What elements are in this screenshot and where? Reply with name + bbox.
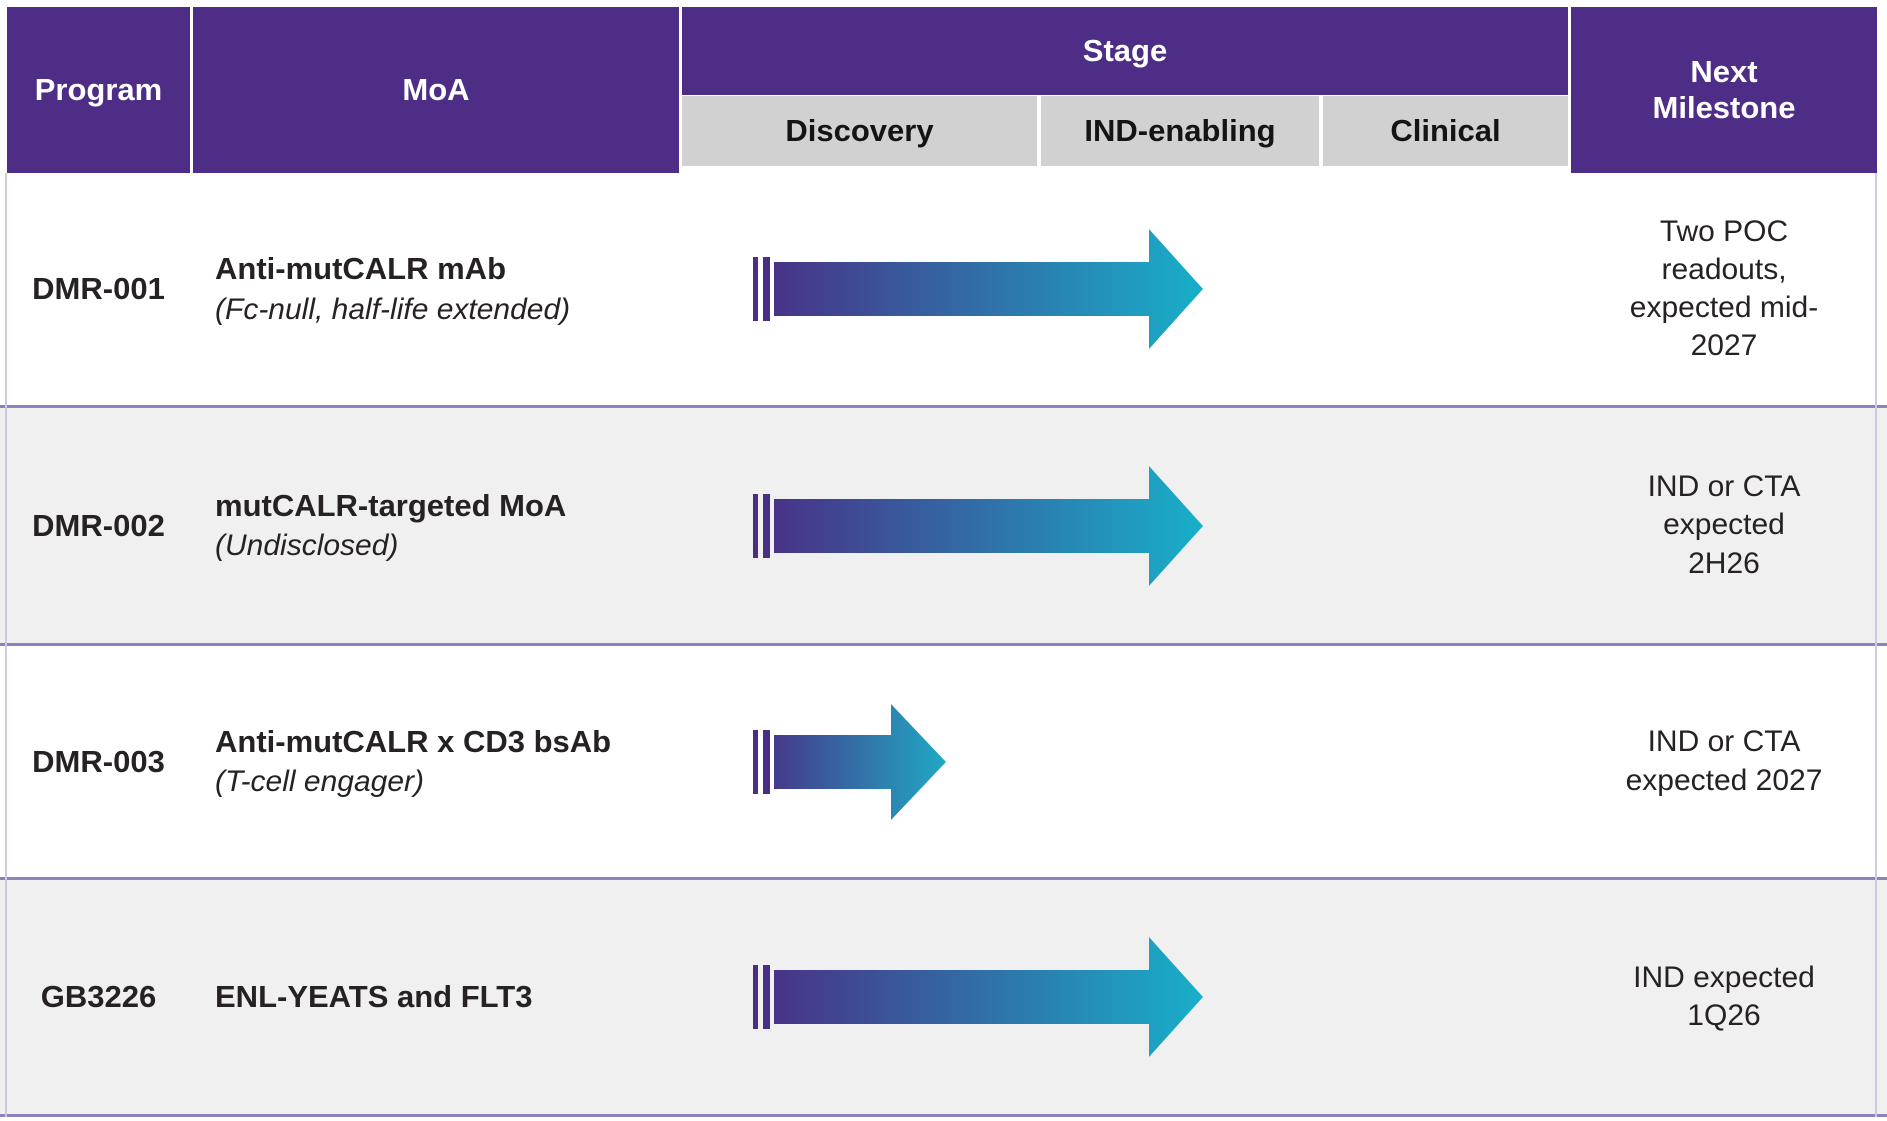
header-cell-next-milestone: Next Milestone xyxy=(1571,7,1877,173)
moa-title: Anti-mutCALR x CD3 bsAb xyxy=(215,723,612,759)
stage-track xyxy=(680,408,1568,643)
milestone-cell: IND or CTA expected 2H26 xyxy=(1571,408,1877,643)
subheader-cell-ind-enabling: IND-enabling xyxy=(1041,96,1319,166)
stage-progress-arrow-icon xyxy=(753,465,1203,586)
stage-progress-arrow-icon xyxy=(753,229,1203,349)
stage-track xyxy=(680,646,1568,877)
program-cell: GB3226 xyxy=(7,880,190,1114)
milestone-cell: IND or CTA expected 2027 xyxy=(1571,646,1877,877)
header-label-program: Program xyxy=(34,72,163,108)
program-code: DMR-001 xyxy=(32,271,165,306)
header-cell-moa: MoA xyxy=(193,7,679,173)
program-cell: DMR-001 xyxy=(7,173,190,405)
moa-cell: ENL-YEATS and FLT3 xyxy=(215,880,677,1114)
program-cell: DMR-002 xyxy=(7,408,190,643)
table-row: GB3226 ENL-YEATS and FLT3 IN xyxy=(0,880,1887,1117)
stage-progress-arrow-icon xyxy=(753,703,946,820)
table-right-border xyxy=(1875,173,1877,1117)
table-row: DMR-003 Anti-mutCALR x CD3 bsAb (T-cell … xyxy=(0,646,1887,880)
header-cell-stage: Stage xyxy=(682,7,1568,95)
table-left-border xyxy=(5,173,7,1117)
subheader-cell-discovery: Discovery xyxy=(682,96,1037,166)
milestone-cell: Two POC readouts, expected mid- 2027 xyxy=(1571,173,1877,405)
stage-track xyxy=(680,880,1568,1114)
moa-title: ENL-YEATS and FLT3 xyxy=(215,978,533,1014)
moa-subtitle: (Fc-null, half-life extended) xyxy=(215,292,571,326)
subheader-cell-clinical: Clinical xyxy=(1323,96,1568,166)
moa-title: mutCALR-targeted MoA xyxy=(215,487,567,523)
moa-cell: Anti-mutCALR x CD3 bsAb (T-cell engager) xyxy=(215,646,677,877)
table-row: DMR-002 mutCALR-targeted MoA (Undisclose… xyxy=(0,408,1887,646)
header-cell-program: Program xyxy=(7,7,190,173)
program-cell: DMR-003 xyxy=(7,646,190,877)
header-label-next-milestone: Next Milestone xyxy=(1652,54,1796,125)
milestone-text: Two POC readouts, expected mid- 2027 xyxy=(1629,214,1819,363)
subheader-label-clinical: Clinical xyxy=(1390,113,1501,148)
program-code: GB3226 xyxy=(40,979,157,1014)
program-code: DMR-003 xyxy=(32,743,165,779)
milestone-text: IND or CTA expected 2H26 xyxy=(1647,470,1801,580)
stage-progress-arrow-icon xyxy=(753,937,1203,1057)
header-label-moa: MoA xyxy=(402,72,470,108)
milestone-cell: IND expected 1Q26 xyxy=(1571,880,1877,1114)
milestone-text: IND expected 1Q26 xyxy=(1633,960,1815,1032)
stage-track xyxy=(680,173,1568,405)
moa-cell: Anti-mutCALR mAb (Fc-null, half-life ext… xyxy=(215,173,677,405)
table-row: DMR-001 Anti-mutCALR mAb (Fc-null, half-… xyxy=(0,173,1887,408)
moa-title: Anti-mutCALR mAb xyxy=(215,251,507,287)
milestone-text: IND or CTA expected 2027 xyxy=(1625,725,1823,797)
subheader-label-discovery: Discovery xyxy=(785,113,934,148)
header-label-stage: Stage xyxy=(1082,33,1168,69)
subheader-label-ind-enabling: IND-enabling xyxy=(1084,113,1276,148)
moa-subtitle: (Undisclosed) xyxy=(215,529,399,563)
table-body: DMR-001 Anti-mutCALR mAb (Fc-null, half-… xyxy=(0,173,1887,1117)
moa-cell: mutCALR-targeted MoA (Undisclosed) xyxy=(215,408,677,643)
program-code: DMR-002 xyxy=(32,507,165,543)
moa-subtitle: (T-cell engager) xyxy=(215,765,424,799)
